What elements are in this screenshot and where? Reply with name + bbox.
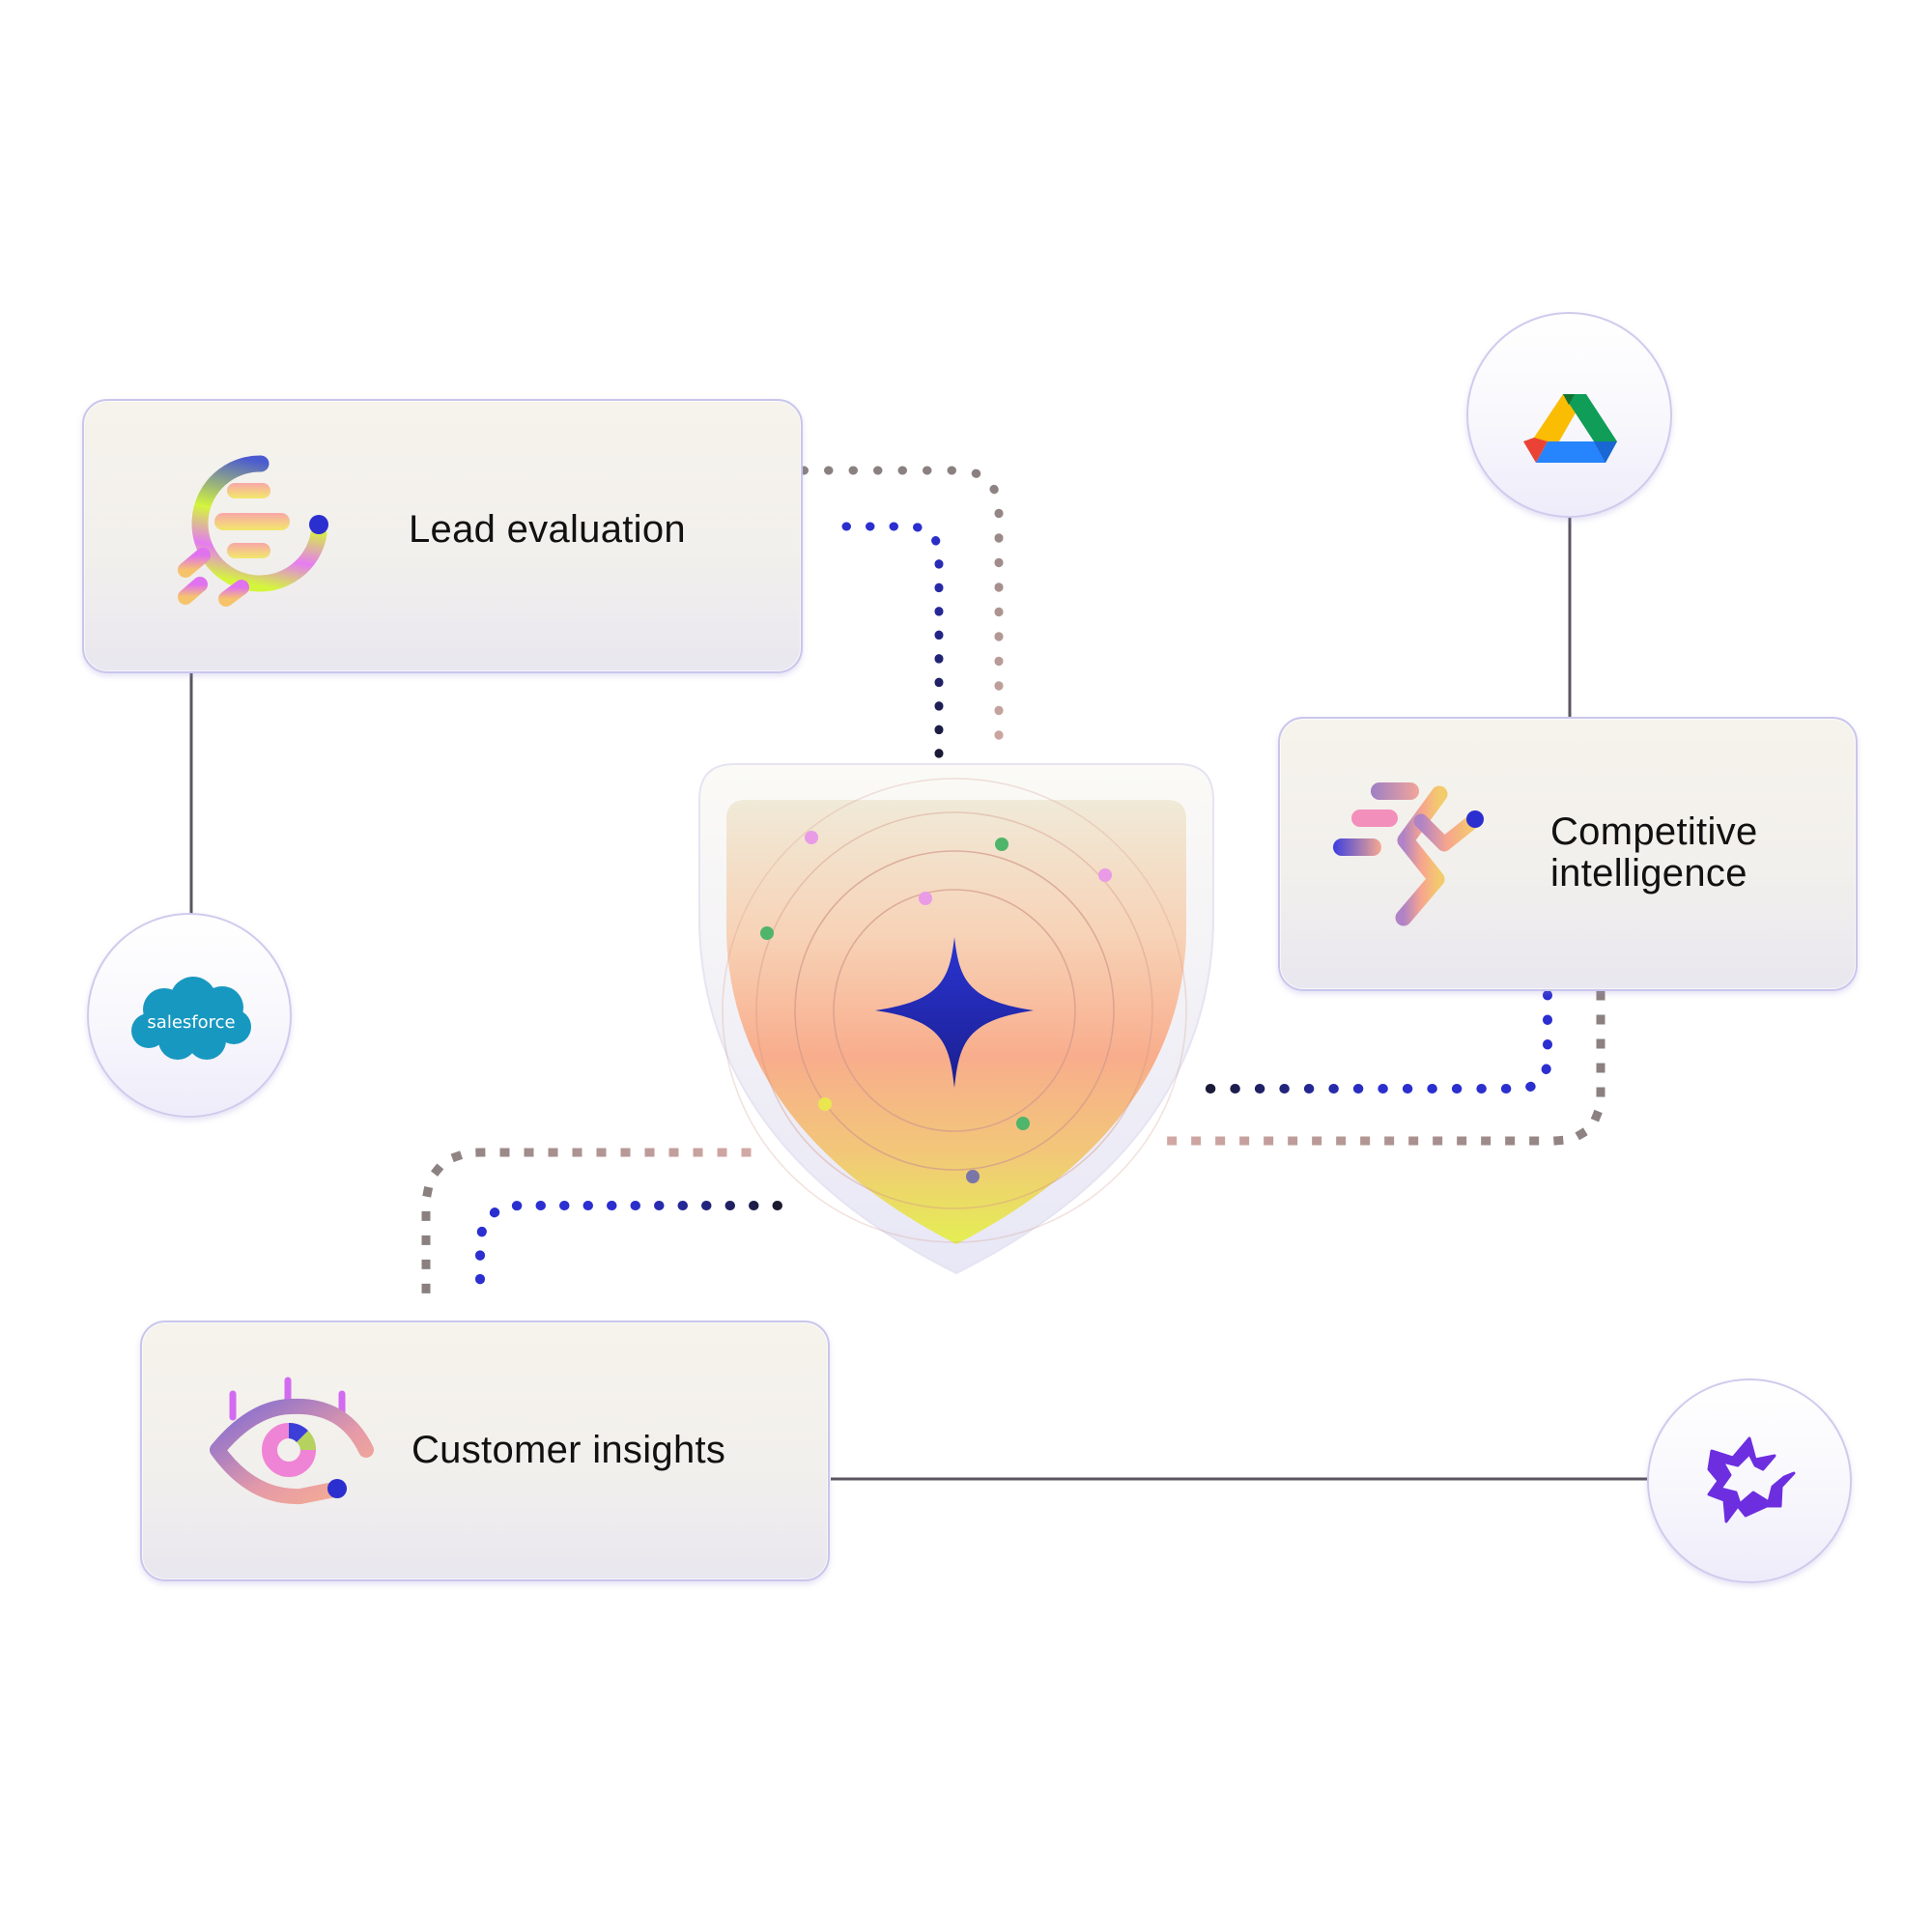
running-figure-icon <box>1333 782 1484 926</box>
dotted-connector-lead-blue <box>841 522 944 766</box>
integration-google-drive[interactable] <box>1466 312 1672 518</box>
integration-gong[interactable] <box>1647 1378 1852 1583</box>
card-competitive-intelligence[interactable]: Competitive intelligence <box>1278 717 1858 991</box>
card-lead-evaluation[interactable]: Lead evaluation <box>82 399 803 673</box>
salesforce-wordmark: salesforce <box>147 1012 235 1033</box>
dotted-connector-lead-gray <box>799 466 1004 763</box>
dotted-connector-customer-blue <box>475 1201 782 1304</box>
dotted-connector-competitive-gray <box>1159 990 1605 1146</box>
integration-salesforce[interactable]: salesforce <box>87 913 292 1118</box>
card-label: Lead evaluation <box>409 508 686 551</box>
orbit-rings <box>722 778 1187 1243</box>
card-label: Competitive intelligence <box>1550 810 1758 895</box>
dotted-connector-customer-gray <box>421 1148 752 1304</box>
orbit-dots <box>760 831 1112 1183</box>
salesforce-cloud-icon: salesforce <box>131 977 251 1060</box>
gong-burst-icon <box>1707 1436 1796 1523</box>
hub-shield[interactable] <box>696 761 1217 1278</box>
google-drive-icon <box>1523 394 1617 463</box>
card-customer-insights[interactable]: Customer insights <box>140 1321 830 1581</box>
lead-evaluation-icon <box>178 455 328 607</box>
card-label: Customer insights <box>412 1429 726 1471</box>
sparkle-star-icon <box>875 937 1034 1088</box>
dotted-connector-competitive-blue <box>1198 990 1552 1094</box>
eye-chart-icon <box>210 1377 374 1505</box>
